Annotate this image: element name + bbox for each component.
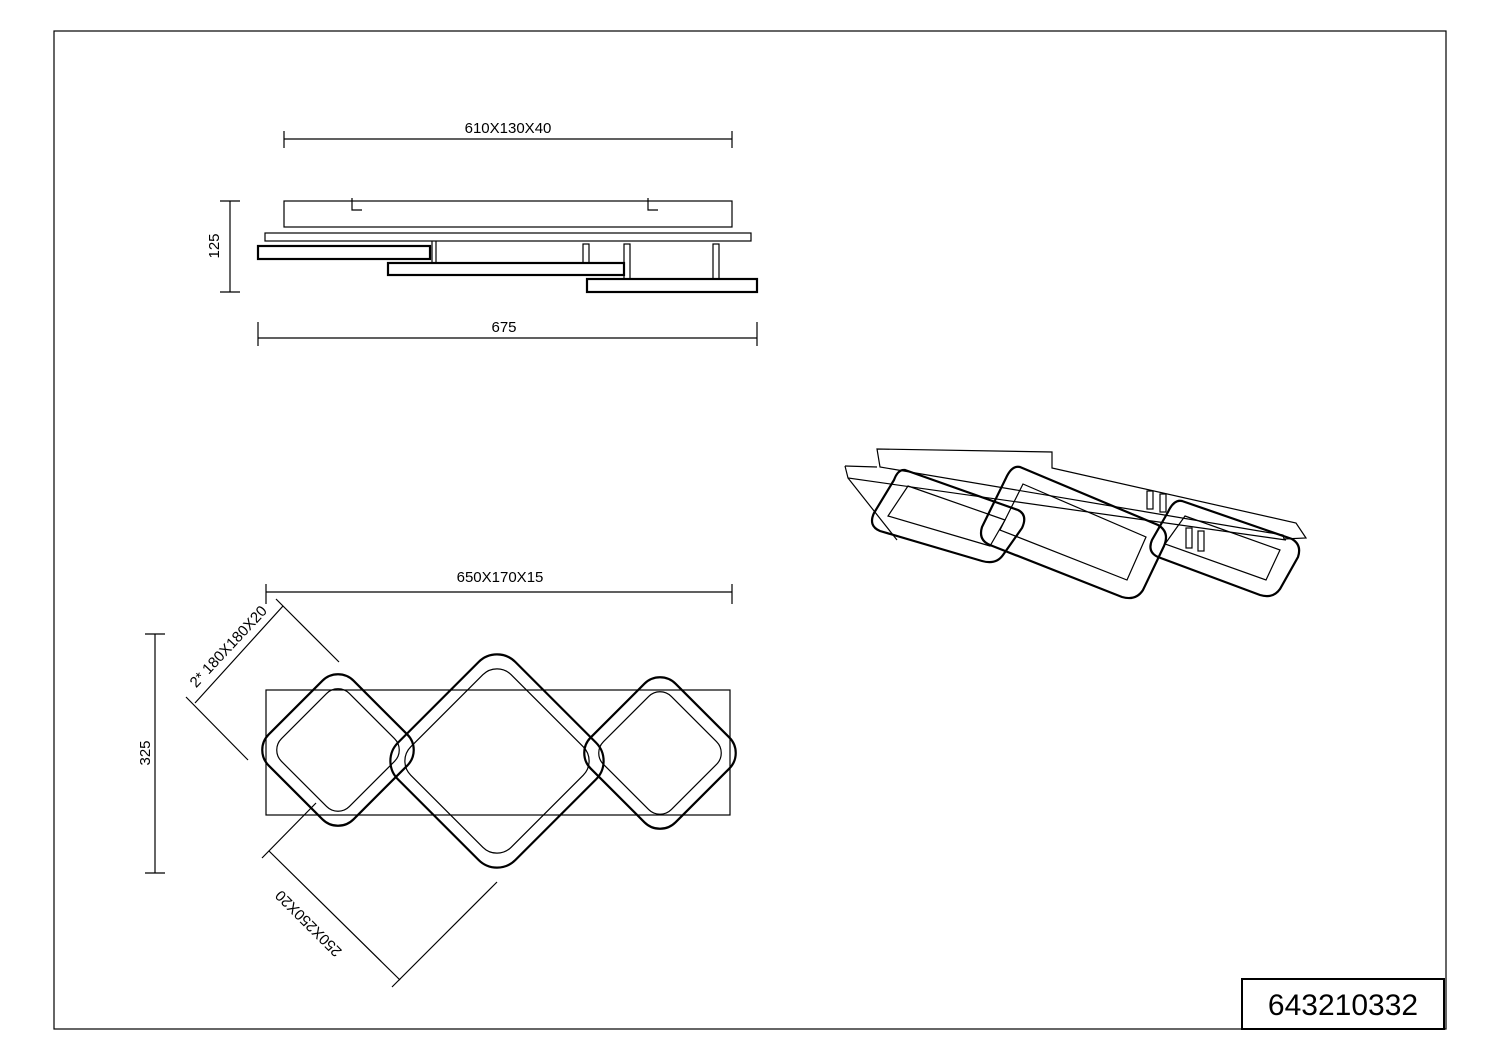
mounting-plate: [264, 232, 752, 242]
perspective-frame-left: [870, 468, 1026, 564]
small-frame-right-outer: [583, 676, 737, 830]
small-frame-dimension-line: [194, 605, 284, 704]
top-width-dimension-label: 650X170X15: [457, 569, 544, 586]
perspective-frame-right: [1149, 499, 1301, 598]
large-frame-dimension-label: 250X250X20: [272, 887, 345, 960]
sheet-border: [53, 30, 1447, 1030]
front-bottom-dimension-label: 675: [491, 319, 516, 336]
large-frame-inner: [404, 668, 590, 854]
top-base-plate: [265, 689, 731, 816]
large-frame-outer: [389, 653, 605, 869]
front-top-dimension-label: 610X130X40: [465, 120, 552, 137]
product-code: 643210332: [1268, 989, 1418, 1022]
perspective-plate: [876, 448, 1308, 540]
small-frame-dimension-label: 2* 180X180X20: [187, 603, 271, 691]
small-frame-left-inner: [276, 688, 400, 812]
small-frame-left-outer: [261, 673, 415, 827]
top-view: 650X170X15 325 2* 180X180X20 250X250X20: [137, 569, 737, 988]
side-frame-right: [585, 277, 759, 294]
perspective-frame-middle: [979, 465, 1168, 600]
product-code-box: 643210332: [1241, 978, 1445, 1030]
front-height-dimension-label: 125: [206, 233, 223, 258]
small-frame-right-inner: [598, 691, 722, 815]
side-frame-middle: [386, 261, 626, 277]
side-frame-left: [256, 244, 432, 261]
large-frame-dimension-line: [268, 850, 401, 981]
front-view: 610X130X40 125 675: [206, 120, 759, 346]
perspective-view: [844, 448, 1308, 600]
top-height-dimension-label: 325: [137, 740, 154, 765]
canopy-plate: [283, 200, 733, 228]
